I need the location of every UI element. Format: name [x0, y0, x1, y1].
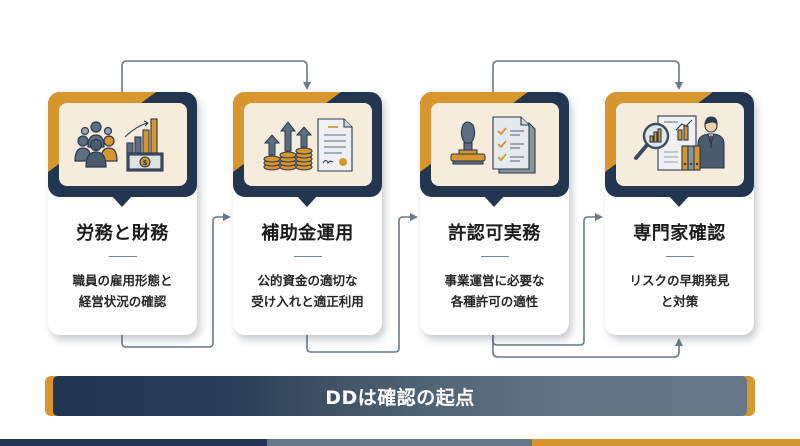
- connector-top-3-to-4: [492, 60, 683, 92]
- bottom-strip-gold: [532, 439, 800, 446]
- step-card-expert-review: 専門家確認 リスクの早期発見 と対策: [605, 92, 754, 335]
- card-description: リスクの早期発見 と対策: [629, 273, 730, 309]
- divider: [481, 256, 509, 257]
- summary-banner: DDは確認の起点: [45, 376, 755, 416]
- card-header: [420, 92, 569, 197]
- card-title: 専門家確認: [633, 223, 726, 244]
- banner-text: DDは確認の起点: [325, 386, 475, 409]
- bottom-strip-navy: [0, 439, 267, 446]
- card-title: 労務と財務: [76, 223, 169, 244]
- card-description: 公的資金の適切な 受け入れと適正利用: [251, 273, 364, 309]
- card-description: 事業運営に必要な 各種許可の適性: [444, 273, 545, 309]
- card-pointer: [483, 195, 505, 207]
- people-and-money-growth-icon: $: [74, 117, 164, 172]
- card-header: [233, 92, 382, 197]
- expert-analysis-icon: [634, 114, 725, 171]
- step-card-permits: 許認可実務 事業運営に必要な 各種許可の適性: [420, 92, 569, 335]
- card-pointer: [668, 195, 690, 207]
- card-pointer: [111, 195, 133, 207]
- divider: [294, 256, 322, 257]
- card-title: 補助金運用: [261, 223, 354, 244]
- divider: [666, 256, 694, 257]
- connector-bottom-3-to-4-under: [492, 335, 683, 358]
- step-card-subsidy: 補助金運用 公的資金の適切な 受け入れと適正利用: [233, 92, 382, 335]
- card-pointer: [296, 195, 318, 207]
- svg-text:$: $: [143, 159, 148, 167]
- coins-growth-and-document-icon: [263, 117, 353, 172]
- connector-top-1-to-2: [121, 60, 311, 92]
- card-description: 職員の雇用形態と 経営状況の確認: [72, 273, 173, 309]
- divider: [109, 256, 137, 257]
- step-card-labor-finance: $ 労務と財務 職員の雇用形態と 経営状況の確認: [48, 92, 197, 335]
- bottom-strip-slate: [267, 439, 532, 446]
- card-header: [605, 92, 754, 197]
- card-title: 許認可実務: [448, 223, 541, 244]
- stamp-and-checklist-icon: [450, 115, 536, 174]
- card-header: $: [48, 92, 197, 197]
